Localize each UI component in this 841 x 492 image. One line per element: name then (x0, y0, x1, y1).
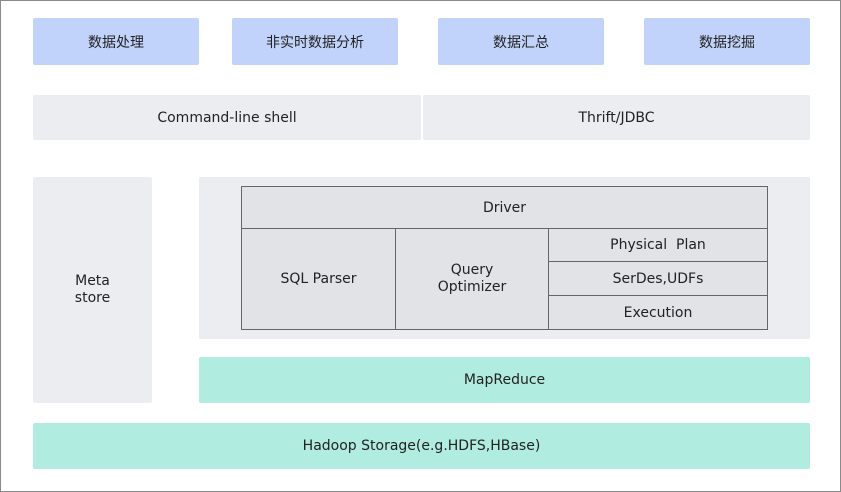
command-line-shell: Command-line shell (33, 95, 421, 140)
app-data-summary: 数据汇总 (438, 18, 604, 65)
mapreduce: MapReduce (199, 357, 810, 403)
execution: Execution (548, 295, 768, 330)
metastore: Meta store (33, 177, 152, 403)
app-data-processing: 数据处理 (33, 18, 199, 65)
app-data-mining: 数据挖掘 (644, 18, 810, 65)
thrift-jdbc: Thrift/JDBC (423, 95, 810, 140)
app-offline-analysis: 非实时数据分析 (232, 18, 398, 65)
physical-plan: Physical Plan (548, 228, 768, 262)
sql-parser: SQL Parser (241, 228, 396, 330)
serdes-udfs: SerDes,UDFs (548, 261, 768, 296)
driver: Driver (241, 186, 768, 229)
hadoop-storage: Hadoop Storage(e.g.HDFS,HBase) (33, 423, 810, 469)
query-optimizer: Query Optimizer (395, 228, 549, 330)
